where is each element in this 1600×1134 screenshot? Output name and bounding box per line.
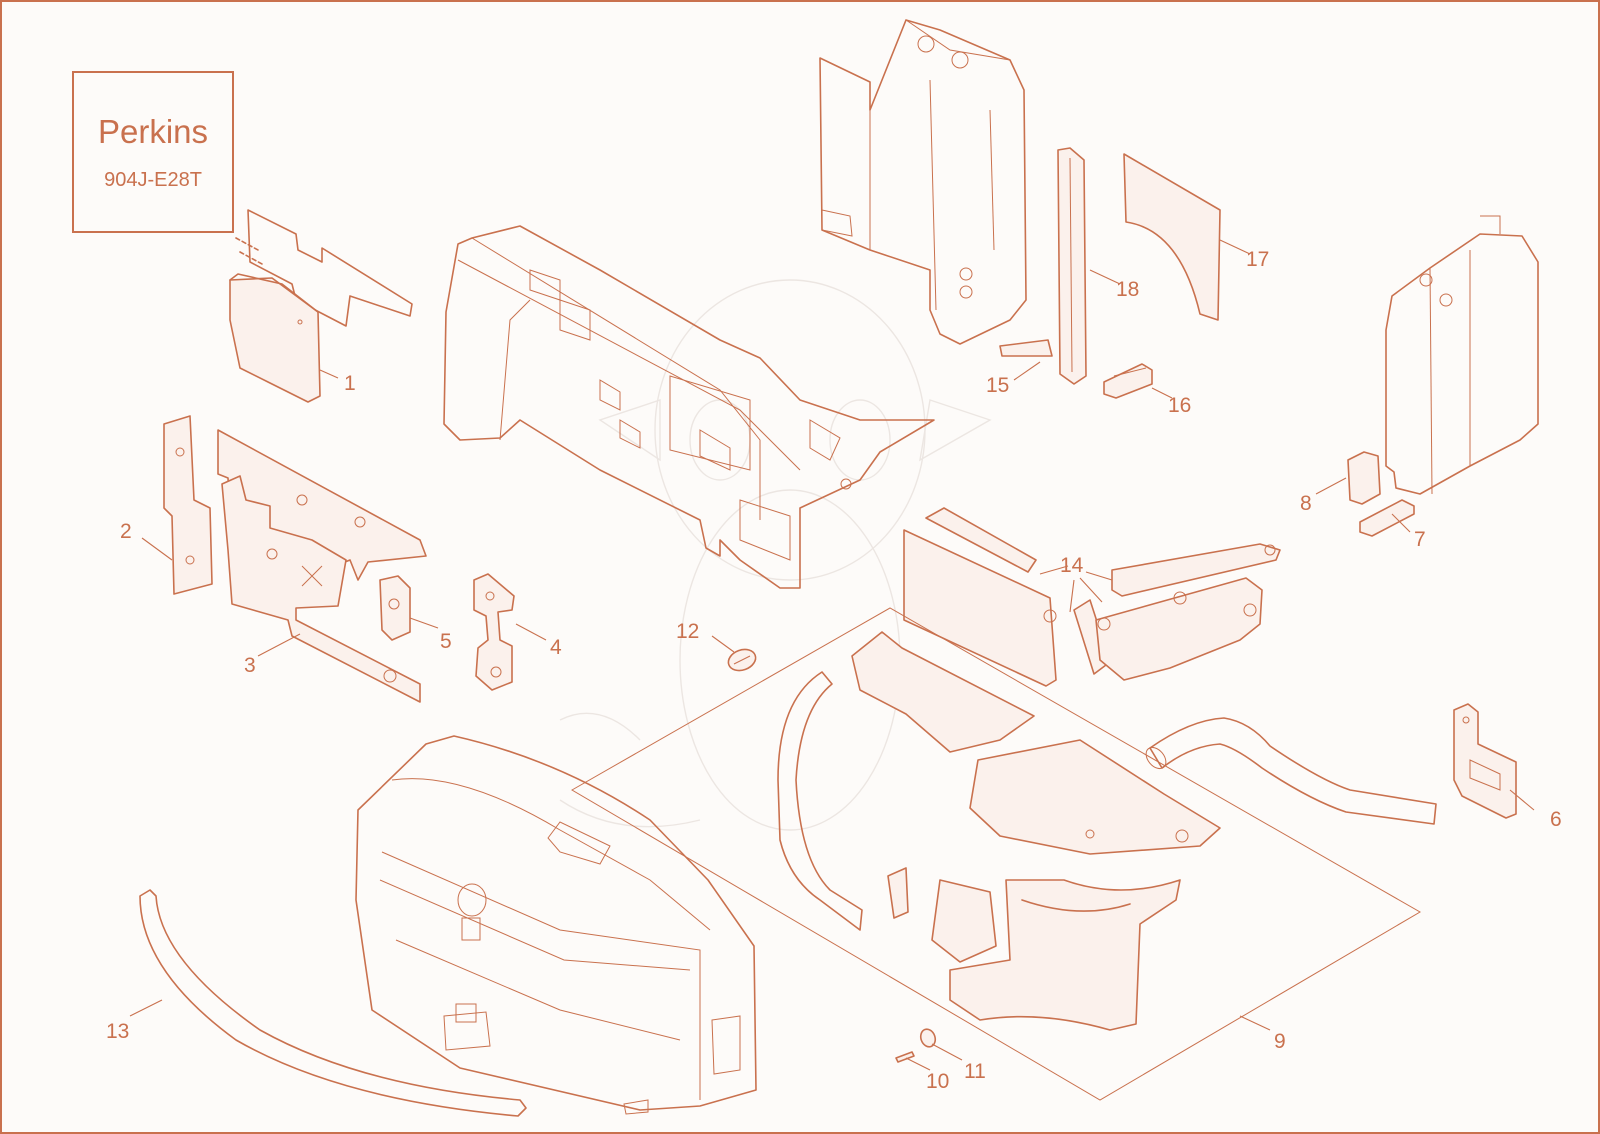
part-18-strip [1057,147,1087,385]
callout-17: 17 [1246,248,1269,271]
part-4-bracket [473,573,515,691]
part-10-pin [895,1051,915,1063]
part-1-pad [229,209,413,403]
callout-labels: 1 2 3 4 5 6 7 8 9 10 11 12 13 14 15 16 1… [106,248,1562,1093]
chassis-frame [443,225,935,589]
callout-1: 1 [344,372,356,395]
part-11-washer [919,1028,937,1048]
callout-11: 11 [964,1060,986,1083]
callout-15: 15 [986,374,1009,397]
callout-6: 6 [1550,808,1562,831]
leader-lines [129,239,1535,1071]
hose [1145,717,1437,825]
callout-16: 16 [1168,394,1191,417]
callout-14: 14 [1060,554,1084,577]
callout-12: 12 [676,620,699,643]
part-7-strip [1359,499,1415,537]
part-2-strip [163,415,213,595]
fuel-tank [819,19,1027,345]
part-9-kit [571,607,1421,1101]
part-3-panel [217,429,427,703]
part-6-bracket [1453,703,1517,819]
part-16-block [1103,363,1153,399]
part-13-trim [139,889,527,1117]
callout-7: 7 [1414,528,1426,551]
callout-3: 3 [244,654,256,677]
callout-8: 8 [1300,492,1312,515]
engine-model: 904J-E28T [104,169,202,191]
part-17-sheet [1123,153,1221,321]
part-14-panels [903,507,1281,687]
radiator [1385,215,1539,495]
rear-hood [355,735,757,1115]
callout-13: 13 [106,1020,129,1043]
title-block: Perkins 904J-E28T [72,71,234,233]
part-12-plug [727,648,757,672]
callout-18: 18 [1116,278,1139,301]
part-8-block [1347,451,1381,505]
brand-name: Perkins [97,113,209,150]
part-15-wedge [999,339,1053,357]
part-5-foam [379,575,411,641]
callout-2: 2 [120,520,132,543]
callout-10: 10 [926,1070,949,1093]
callout-4: 4 [550,636,562,659]
callout-9: 9 [1274,1030,1286,1053]
callout-5: 5 [440,630,452,653]
